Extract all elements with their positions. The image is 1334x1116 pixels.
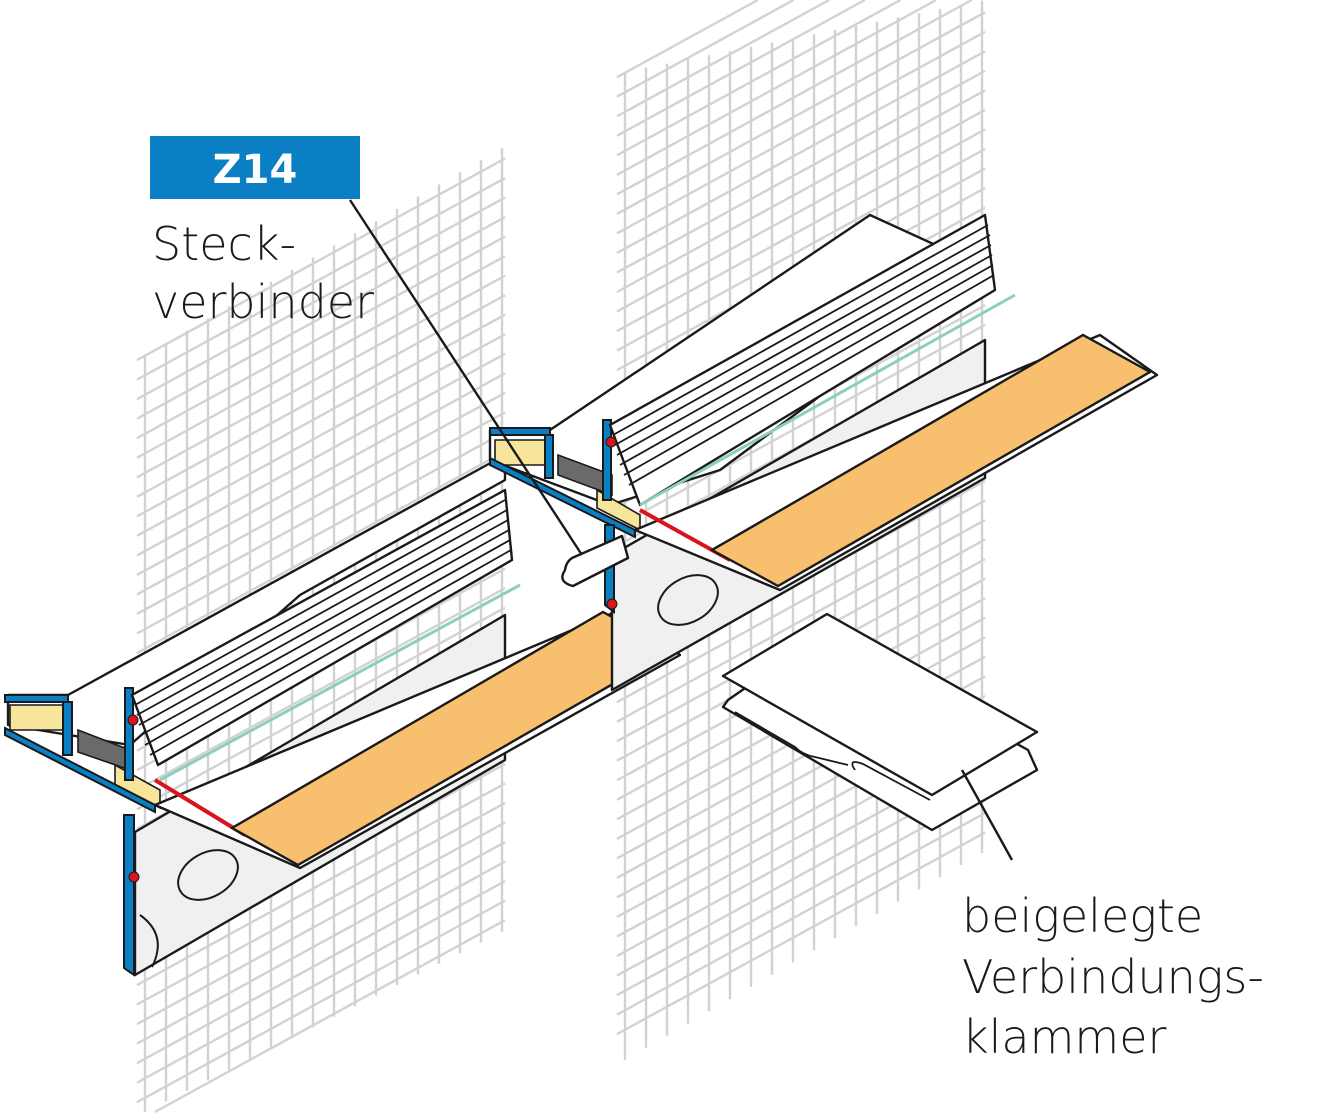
mesh-strand [616, 811, 986, 1016]
profile-left-section-top [4, 694, 69, 703]
badge-background [150, 136, 360, 199]
plaster-profile-right [488, 213, 1159, 692]
profile-left-lip [159, 583, 521, 782]
mesh-strand [616, 89, 986, 294]
mesh-strand [136, 821, 506, 1026]
profile-right-tape [709, 333, 1153, 588]
mesh-strand [616, 50, 986, 255]
mesh-strand [136, 840, 506, 1045]
mesh-strand [616, 0, 866, 137]
mesh-strand [616, 128, 986, 333]
mesh-strand [136, 801, 506, 1006]
clip-leader-line [960, 769, 1014, 861]
profile-right-section-bot [489, 456, 636, 539]
mesh-strand [616, 831, 986, 1036]
mesh-strand [136, 391, 506, 596]
mesh-strand [136, 255, 506, 459]
profile-left-seal-dot-2 [128, 871, 140, 883]
clip-callout-line-2: Verbindungs- [962, 950, 1264, 1004]
mesh-strand [136, 196, 506, 401]
profile-left-seal-dot [127, 714, 139, 726]
mesh-strand [616, 108, 986, 313]
clip-lower-groove [734, 711, 931, 801]
mesh-strand [616, 0, 830, 118]
profile-left-hole [177, 849, 239, 901]
mesh-strand [136, 450, 506, 655]
mesh-strand [136, 274, 506, 479]
mesh-strand [136, 294, 506, 498]
mesh-strand [616, 0, 902, 157]
profile-right-section-mid [544, 434, 554, 479]
mesh-strand [616, 0, 973, 196]
profile-left-section-upright [124, 687, 134, 781]
mesh-strand [136, 606, 506, 811]
connector-leader-line [348, 199, 584, 556]
profile-right-ribs [612, 224, 995, 486]
mesh-strand [136, 782, 506, 987]
mesh-strand [136, 430, 506, 635]
clip-callout-line-1: beigelegte [962, 889, 1203, 943]
profile-right-seal-dot-2 [606, 598, 618, 610]
mesh-strand [136, 411, 506, 616]
plug-connector [561, 534, 630, 588]
mesh-strand [616, 323, 986, 528]
profile-right-section-upright [602, 419, 612, 501]
clip-callout: beigelegte Verbindungs- klammer [962, 889, 1264, 1064]
mesh-strand [616, 147, 986, 352]
profile-right-hole [657, 574, 719, 626]
profile-right-ribbed-upstand [608, 213, 997, 507]
mesh-strand [136, 313, 506, 518]
clip-upper-plate [721, 612, 1039, 797]
mesh-strand [136, 216, 506, 420]
mesh-strand [616, 0, 759, 79]
profile-left-seal [153, 778, 247, 837]
mesh-strand [136, 333, 506, 537]
mesh-strand [136, 352, 506, 557]
connector-callout: Steck- verbinder [152, 217, 374, 329]
mesh-strand [136, 860, 506, 1065]
mesh-strand [616, 499, 986, 704]
plaster-profile-left [4, 453, 682, 977]
clip-callout-line-3: klammer [962, 1010, 1167, 1064]
mesh-strand [136, 176, 506, 381]
profile-right-lip [639, 293, 1016, 507]
mesh-strand [136, 235, 506, 440]
profile-left-foam [9, 704, 66, 731]
mesh-strand [616, 69, 986, 274]
badge-label: Z14 [213, 147, 298, 193]
connector-callout-line-2: verbinder [152, 275, 374, 329]
profile-left-section-bot [4, 726, 156, 814]
mesh-strand [136, 157, 506, 362]
profile-right-seal-dot [605, 436, 617, 448]
profile-left-notch [139, 914, 159, 968]
mesh-strand [136, 880, 506, 1084]
product-code-badge: Z14 [150, 136, 360, 199]
mesh-strand [616, 0, 795, 98]
mesh-strand [136, 587, 506, 791]
mesh-strand [154, 919, 506, 1114]
profile-left-web-section [123, 814, 135, 977]
connector-callout-line-1: Steck- [152, 217, 296, 271]
mesh-strand [616, 519, 986, 723]
mesh-strand [616, 792, 986, 997]
mesh-strand [616, 30, 986, 235]
mesh-strand [136, 372, 506, 576]
profile-left-ribs [134, 499, 512, 756]
profile-left-section-mid [62, 701, 73, 756]
mesh-strand [616, 11, 986, 215]
mesh-strand [136, 899, 506, 1104]
mesh-strand [616, 0, 937, 176]
connection-clip [721, 612, 1039, 832]
